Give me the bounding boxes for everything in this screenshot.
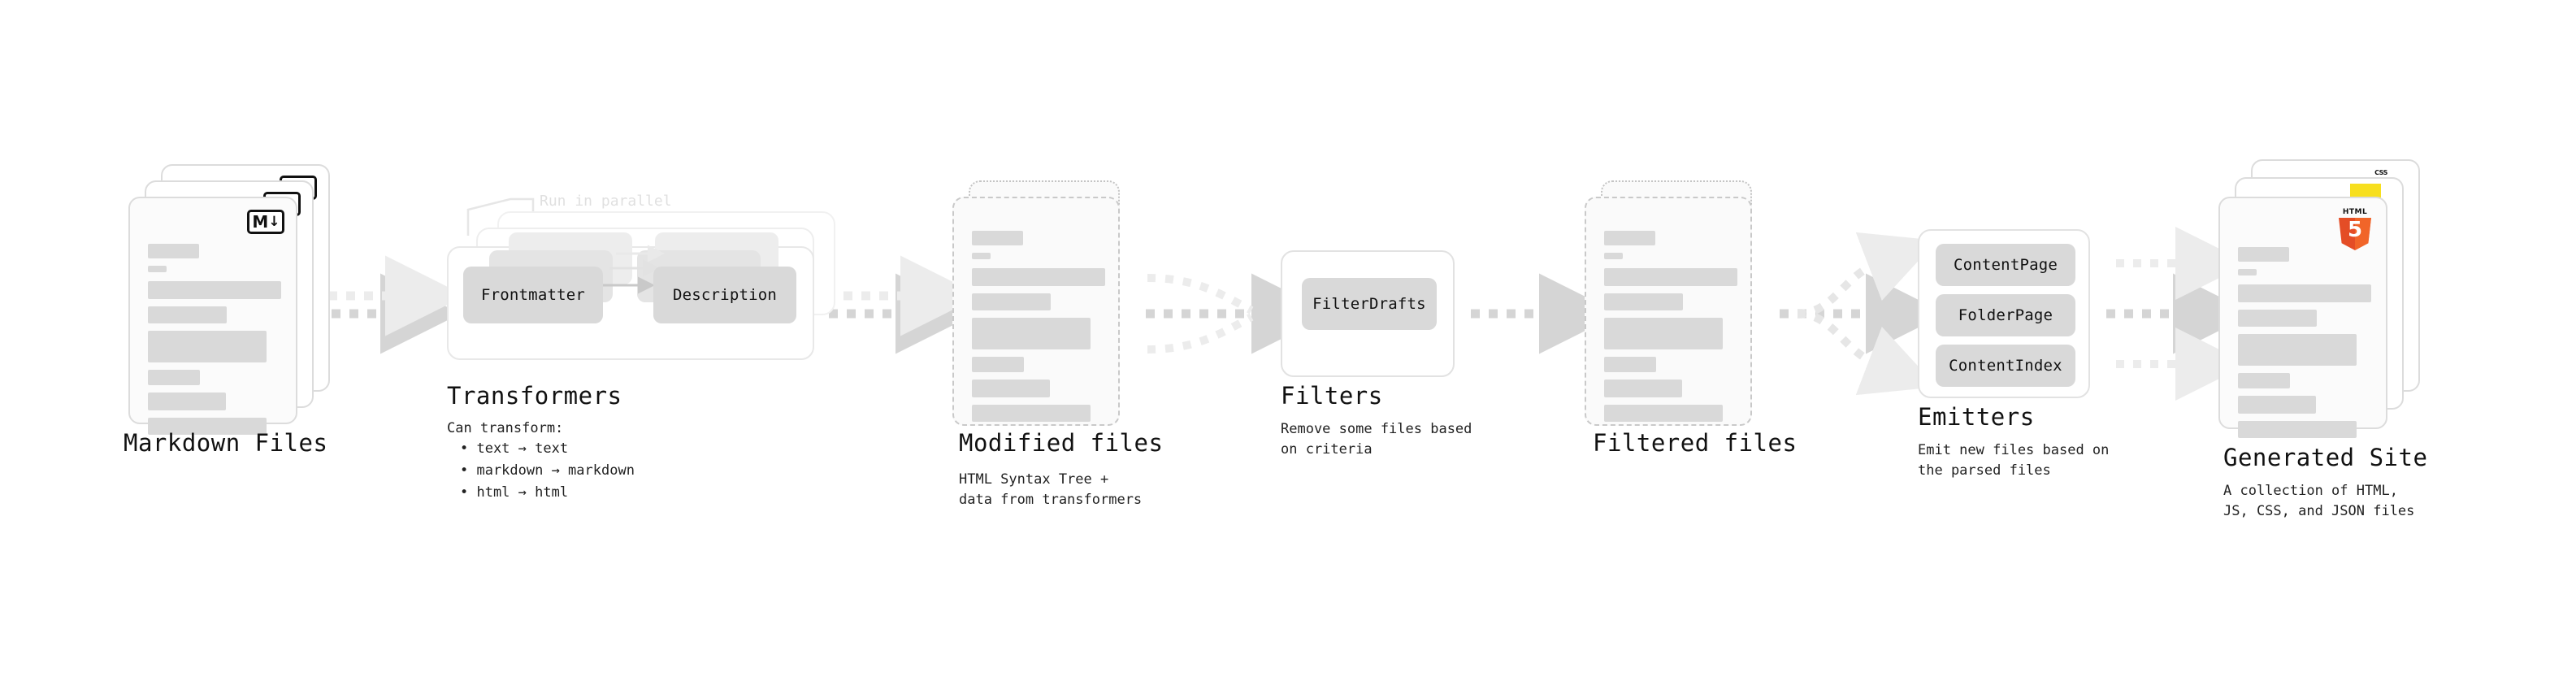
page-title-generated-site: Generated Site <box>2223 444 2428 471</box>
generated-site-subtitle: A collection of HTML, JS, CSS, and JSON … <box>2223 483 2415 519</box>
filters-subtitle: Remove some files based on criteria <box>1281 421 1472 458</box>
page-title-filtered-files: Filtered files <box>1593 429 1798 457</box>
page-title-modified-files: Modified files <box>959 429 1164 457</box>
emitter-chip-contentpage[interactable]: ContentPage <box>1936 244 2075 286</box>
modified-files-subtitle: HTML Syntax Tree + data from transformer… <box>959 471 1143 508</box>
skeleton-body <box>972 231 1105 429</box>
markdown-icon: M↓ <box>247 210 284 234</box>
skeleton-body <box>148 244 281 442</box>
filters-group: FilterDrafts <box>1281 250 1455 377</box>
markdown-card-front: M↓ <box>128 197 297 435</box>
arrow-transformers-to-modified <box>829 255 981 354</box>
emitter-chip-folderpage[interactable]: FolderPage <box>1936 294 2075 336</box>
arrow-emitters-to-site <box>2106 227 2253 401</box>
transformers-bullet-1: • markdown → markdown <box>460 462 635 479</box>
filtered-card-front <box>1585 197 1752 426</box>
emitters-group: ContentPage FolderPage ContentIndex <box>1918 229 2090 398</box>
page-title-filters: Filters <box>1281 382 1383 410</box>
transformers-bullet-0: • text → text <box>460 440 569 457</box>
transformers-bullet-2: • html → html <box>460 484 569 501</box>
html5-digit: 5 <box>2347 218 2363 242</box>
emitters-subtitle: Emit new files based on the parsed files <box>1918 442 2110 479</box>
skeleton-body <box>2238 247 2371 445</box>
html5-icon: HTML 5 <box>2337 208 2373 250</box>
transformers-subtitle: Can transform: <box>447 420 564 436</box>
arrow-modified-to-filters <box>1146 273 1332 354</box>
transformer-chip-frontmatter[interactable]: Frontmatter <box>463 267 603 323</box>
transformer-chip-description[interactable]: Description <box>653 267 796 323</box>
skeleton-body <box>1604 231 1737 429</box>
html5-icon-caption: HTML <box>2342 208 2368 216</box>
page-title-markdown-files: Markdown Files <box>124 429 328 457</box>
filter-chip-filterdrafts[interactable]: FilterDrafts <box>1302 278 1437 330</box>
page-title-transformers: Transformers <box>447 382 622 410</box>
site-card-front: HTML 5 <box>2218 197 2387 438</box>
modified-card-front <box>952 197 1120 426</box>
run-in-parallel-label: Run in parallel <box>540 193 672 210</box>
transformer-inner-arrows <box>601 245 665 294</box>
emitter-chip-contentindex[interactable]: ContentIndex <box>1936 345 2075 387</box>
arrow-filtered-to-emitters <box>1780 232 1946 396</box>
page-title-emitters: Emitters <box>1918 403 2035 431</box>
